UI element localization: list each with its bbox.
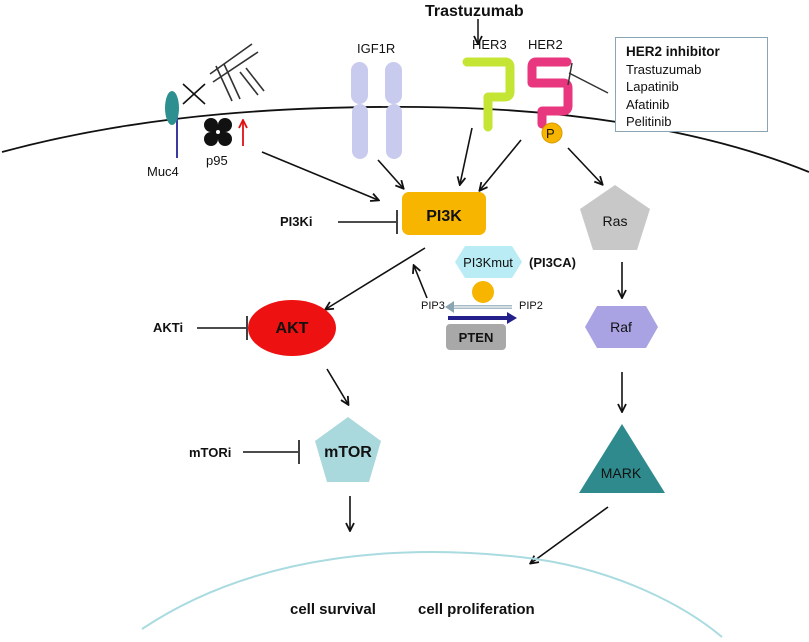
cell-membrane (1, 106, 809, 173)
pi3ca-label: (PI3CA) (529, 255, 576, 270)
akt-to-mtor-arrow (326, 368, 348, 404)
cell-proliferation-label: cell proliferation (418, 601, 535, 618)
kinase-domain-circle (472, 281, 494, 303)
raf-label: Raf (610, 319, 632, 335)
muc4-receptor (165, 91, 179, 158)
p95-label: p95 (206, 153, 228, 168)
igf1r-to-pi3k-arrow (377, 159, 403, 188)
pip2-to-pip3-arrow (445, 301, 512, 313)
ras-node (580, 185, 650, 250)
mtor-label: mTOR (324, 444, 372, 461)
her2-inhibitor-item: Pelitinib (626, 114, 672, 129)
pi3k-label: PI3K (426, 208, 462, 225)
her2-inhibitor-legend-box: HER2 inhibitor Trastuzumab Lapatinib Afa… (615, 37, 768, 132)
mtori-label: mTORi (189, 445, 231, 460)
her2-label: HER2 (528, 37, 563, 52)
muc4-label: Muc4 (147, 164, 179, 179)
pip3-to-pi3k-arrow (414, 266, 428, 299)
pi3ki-inhibition-line (338, 210, 398, 234)
her2-to-pi3k-arrow (480, 139, 522, 190)
antibody-icon (209, 43, 265, 102)
block-cross-icon (182, 83, 206, 105)
pi3k-node (402, 192, 486, 235)
phosphate-label: P (546, 126, 555, 141)
pten-label: PTEN (459, 330, 494, 345)
her2-inhibitor-title: HER2 inhibitor (626, 44, 720, 59)
pten-node (446, 324, 506, 350)
outcome-curve (141, 551, 723, 638)
pi3ki-label: PI3Ki (280, 214, 313, 229)
trastuzumab-top-label: Trastuzumab (425, 3, 524, 20)
her2-receptor (527, 57, 573, 129)
mark-label: MARK (601, 465, 642, 481)
her3-to-pi3k-arrow (460, 127, 473, 184)
her2-to-ras-arrow (567, 147, 602, 184)
p95-to-pi3k-arrow (261, 151, 378, 200)
her3-label: HER3 (472, 37, 507, 52)
pi3k-to-akt-arrow (326, 247, 426, 309)
igf1r-receptor (351, 62, 402, 159)
phosphate-circle (541, 122, 563, 144)
raf-node (585, 306, 658, 348)
her2-inhibitor-item: Trastuzumab (626, 61, 702, 77)
mtori-inhibition-line (243, 440, 300, 464)
akt-label: AKT (276, 320, 309, 337)
her2-inhibitor-block (567, 62, 609, 94)
ras-label: Ras (603, 213, 628, 229)
pip3-to-pip2-arrow (448, 312, 517, 324)
akt-node (248, 300, 336, 356)
her2-inhibitor-item: Lapatinib (626, 79, 679, 94)
cell-survival-label: cell survival (290, 601, 376, 618)
mtor-node (315, 417, 381, 482)
pi3kmut-label: PI3Kmut (463, 255, 513, 270)
p95-center-dot (216, 130, 220, 134)
akti-label: AKTi (153, 320, 183, 335)
akti-inhibition-line (197, 316, 248, 340)
her3-receptor (462, 57, 515, 132)
pip2-label: PIP2 (519, 300, 543, 312)
her2-inhibitor-item: Afatinib (626, 96, 670, 112)
pip3-label: PIP3 (421, 300, 445, 312)
igf1r-label: IGF1R (357, 41, 395, 56)
mark-node (579, 424, 665, 493)
pi3kmut-node (455, 246, 522, 278)
mark-to-outcome-arrow (531, 506, 609, 563)
